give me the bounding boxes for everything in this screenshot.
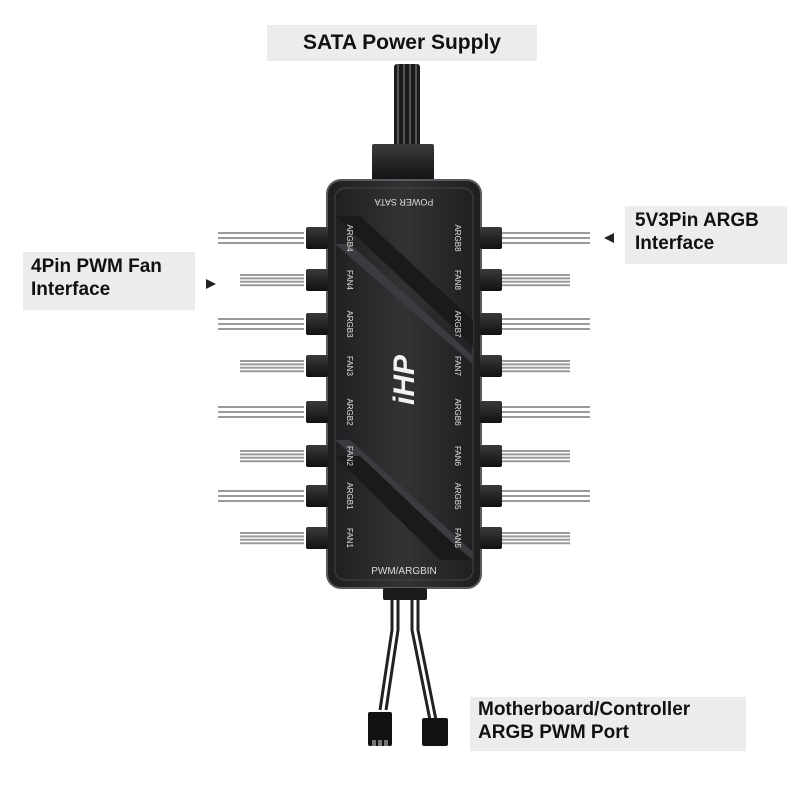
argb-plug	[368, 712, 392, 746]
motherboard-port-label: Motherboard/Controller ARGB PWM Port	[470, 697, 746, 751]
port-label: FAN2	[345, 446, 354, 467]
port-cable	[496, 532, 570, 545]
port-connector	[480, 485, 502, 507]
port-fan3: FAN3	[240, 355, 354, 377]
port-connector	[480, 445, 502, 467]
port-argb6: ARGB6	[453, 398, 590, 426]
port-connector	[480, 269, 502, 291]
motherboard-port-label-line1: Motherboard/Controller	[478, 699, 691, 720]
port-fan7: FAN7	[453, 355, 570, 377]
port-fan8: FAN8	[453, 269, 570, 291]
port-cable	[496, 232, 590, 244]
port-label: ARGB2	[345, 398, 354, 426]
port-cable	[496, 318, 590, 330]
port-cable	[496, 406, 590, 418]
port-label: ARGB1	[345, 482, 354, 510]
port-argb4: ARGB4	[218, 224, 354, 252]
port-cable	[496, 490, 590, 502]
port-connector	[480, 227, 502, 249]
port-connector	[306, 401, 328, 423]
port-connector	[306, 227, 328, 249]
port-argb1: ARGB1	[218, 482, 354, 510]
sata-power-label: SATA Power Supply	[267, 25, 537, 61]
port-label: FAN3	[345, 356, 354, 377]
port-connector	[480, 401, 502, 423]
port-label: FAN8	[453, 270, 462, 291]
port-label: ARGB8	[453, 224, 462, 252]
port-argb2: ARGB2	[218, 398, 354, 426]
pwm-fan-label-line2: Interface	[31, 278, 111, 300]
motherboard-port-label-line2: ARGB PWM Port	[478, 721, 629, 743]
port-cable	[496, 360, 570, 373]
pwm-plug	[422, 718, 448, 746]
port-fan6: FAN6	[453, 445, 570, 467]
port-label: ARGB4	[345, 224, 354, 252]
port-connector	[306, 313, 328, 335]
port-cable	[218, 490, 304, 502]
port-connector	[480, 355, 502, 377]
pwm-fan-label-line1: 4Pin PWM Fan	[31, 256, 162, 277]
pwm-fan-label: 4Pin PWM Fan Interface	[23, 252, 195, 310]
arrow-left-icon	[206, 279, 216, 289]
port-argb8: ARGB8	[453, 224, 590, 252]
port-cable	[240, 360, 304, 373]
port-fan1: FAN1	[240, 527, 354, 549]
port-cable	[496, 450, 570, 463]
port-argb3: ARGB3	[218, 310, 354, 338]
port-label: FAN1	[345, 528, 354, 549]
port-cable	[218, 406, 304, 418]
hub-bottom-label: PWM/ARGBIN	[371, 566, 437, 577]
hub-logo: iHP	[388, 354, 421, 405]
port-cable	[240, 450, 304, 463]
argb-interface-label-line1: 5V3Pin ARGB	[635, 210, 759, 231]
port-connector	[306, 445, 328, 467]
port-connector	[306, 269, 328, 291]
port-label: ARGB5	[453, 482, 462, 510]
argb-interface-label-line2: Interface	[635, 232, 715, 254]
port-fan2: FAN2	[240, 445, 354, 467]
port-label: FAN5	[453, 528, 462, 549]
port-argb5: ARGB5	[453, 482, 590, 510]
port-connector	[306, 355, 328, 377]
hub-top-label: POWER SATA	[375, 197, 434, 207]
port-connector	[306, 485, 328, 507]
port-connector	[480, 527, 502, 549]
port-cable	[218, 318, 304, 330]
port-label: ARGB7	[453, 310, 462, 338]
port-cable	[496, 274, 570, 287]
port-fan4: FAN4	[240, 269, 354, 291]
port-connector	[306, 527, 328, 549]
sata-cable	[372, 64, 434, 182]
port-fan5: FAN5	[453, 527, 570, 549]
port-cable	[240, 274, 304, 287]
port-connector	[480, 313, 502, 335]
port-label: FAN6	[453, 446, 462, 467]
port-cable	[218, 232, 304, 244]
port-label: ARGB6	[453, 398, 462, 426]
port-label: ARGB3	[345, 310, 354, 338]
argb-interface-label: 5V3Pin ARGB Interface	[625, 206, 787, 264]
port-argb7: ARGB7	[453, 310, 590, 338]
hub-body	[326, 179, 482, 589]
port-cable	[240, 532, 304, 545]
arrow-right-icon	[604, 233, 614, 243]
port-label: FAN7	[453, 356, 462, 377]
port-label: FAN4	[345, 270, 354, 291]
pwm-argb-cable	[368, 588, 448, 746]
